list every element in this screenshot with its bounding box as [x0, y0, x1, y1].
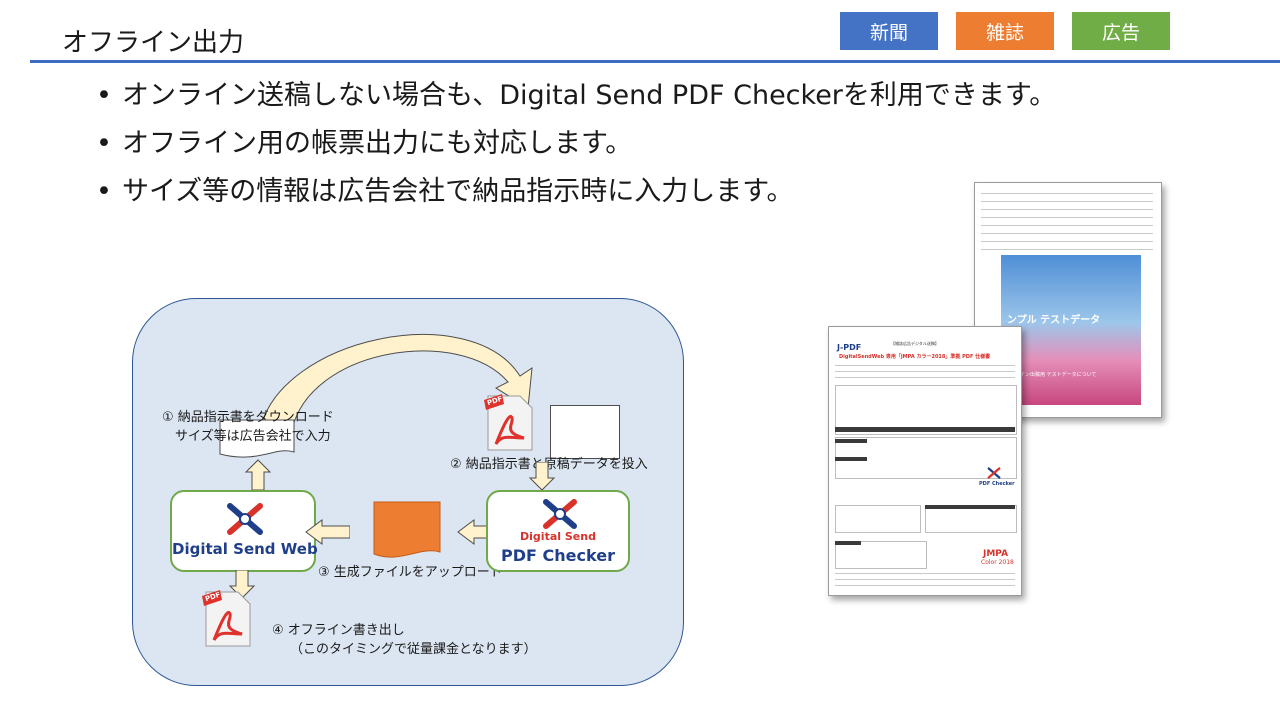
banner-text: ンプル テストデータ	[1007, 315, 1101, 326]
sample-image-banner: ンプル テストデータ オフライン出稿用 テストデータについて	[1001, 255, 1141, 405]
checker-module-name: PDF Checker	[501, 546, 615, 565]
pdf-output-icon: PDF	[200, 590, 252, 648]
web-word-send: Send	[233, 540, 276, 558]
sheet-label-bar	[835, 439, 867, 443]
step1-label: ① 納品指示書をダウンロード	[162, 410, 334, 425]
page-title: オフライン出力	[62, 28, 245, 58]
bullet-item: • オフライン用の帳票出力にも対応します。	[96, 124, 1056, 172]
bullet-text: オンライン送稿しない場合も、Digital Send PDF Checkerを利…	[122, 80, 1057, 111]
sheet-label-bar	[925, 505, 1015, 509]
offline-sheet-back: ンプル テストデータ オフライン出稿用 テストデータについて	[974, 182, 1162, 418]
web-word-digital: Digital	[172, 540, 228, 558]
tag-advertising[interactable]: 広告	[1072, 12, 1170, 50]
bullet-item: • サイズ等の情報は広告会社で納品指示時に入力します。	[96, 172, 1056, 220]
step3-label: ③ 生成ファイルをアップロード	[318, 565, 503, 580]
jmpa-badge: JMPA	[983, 549, 1009, 559]
manuscript-sheet	[550, 405, 620, 459]
instruction-sheet-icon	[219, 419, 295, 458]
title-rule	[30, 60, 1280, 63]
sheet-table	[925, 505, 1017, 533]
digital-send-logo-icon	[987, 467, 1001, 479]
curved-arrow-icon	[259, 334, 533, 431]
sheet-label-bar	[835, 541, 861, 545]
pdf-file-icon: PDF	[482, 394, 534, 452]
sheet-checker-label: PDF Checker	[979, 481, 1015, 487]
bullet-dot: •	[96, 176, 112, 207]
banner-subtext: オフライン出稿用 テストデータについて	[1005, 372, 1097, 378]
checker-module-brand: Digital Send	[520, 530, 596, 543]
bullet-dot: •	[96, 80, 112, 111]
sheet-checker-mark: PDF Checker	[979, 467, 1015, 493]
web-word-web: Web	[280, 540, 318, 558]
bullet-text: サイズ等の情報は広告会社で納品指示時に入力します。	[122, 176, 794, 207]
bullet-dot: •	[96, 128, 112, 159]
bullet-list: • オンライン送稿しない場合も、Digital Send PDF Checkerを…	[96, 76, 1056, 220]
sheet-table	[835, 541, 927, 569]
offline-sheet-front: J-PDF 【雑誌広告デジタル送稿】 DigitalSendWeb 専用「JMP…	[828, 326, 1022, 596]
sheet-heading: DigitalSendWeb 専用「JMPA カラー2018」準拠 PDF 仕様…	[839, 354, 991, 360]
step4-label: ④ オフライン書き出し	[272, 623, 405, 638]
down-arrow-icon	[528, 462, 556, 491]
digital-send-logo-icon	[543, 499, 577, 529]
down-arrow-icon	[228, 570, 256, 599]
bullet-item: • オンライン送稿しない場合も、Digital Send PDF Checkerを…	[96, 76, 1056, 124]
web-module-name: Digital Send Web	[172, 540, 318, 558]
bullet-text: オフライン用の帳票出力にも対応します。	[122, 128, 633, 159]
sheet-label-bar	[835, 457, 867, 461]
left-arrow-icon	[305, 519, 350, 545]
step4-sublabel: （このタイミングで従量課金となります）	[290, 642, 537, 657]
jpdf-logo: J-PDF	[837, 343, 862, 352]
jmpa-badge-sub: Color 2018	[981, 559, 1014, 566]
sheet-subheading: 【雑誌広告デジタル送稿】	[891, 341, 939, 346]
pdf-checker-module[interactable]: Digital Send PDF Checker	[486, 490, 630, 572]
generated-file-icon	[373, 501, 441, 558]
tag-magazine[interactable]: 雑誌	[956, 12, 1054, 50]
sheet-table	[835, 385, 1017, 435]
tag-newspaper[interactable]: 新聞	[840, 12, 938, 50]
step1-sublabel: サイズ等は広告会社で入力	[175, 429, 331, 444]
up-arrow-icon	[244, 459, 272, 490]
digital-send-web-module[interactable]: Digital Send Web	[170, 490, 318, 572]
sheet-table	[835, 505, 921, 533]
step2-label: ② 納品指示書と原稿データを投入	[450, 457, 648, 472]
digital-send-logo-icon	[227, 503, 263, 535]
sheet-section-bar	[835, 427, 1015, 432]
